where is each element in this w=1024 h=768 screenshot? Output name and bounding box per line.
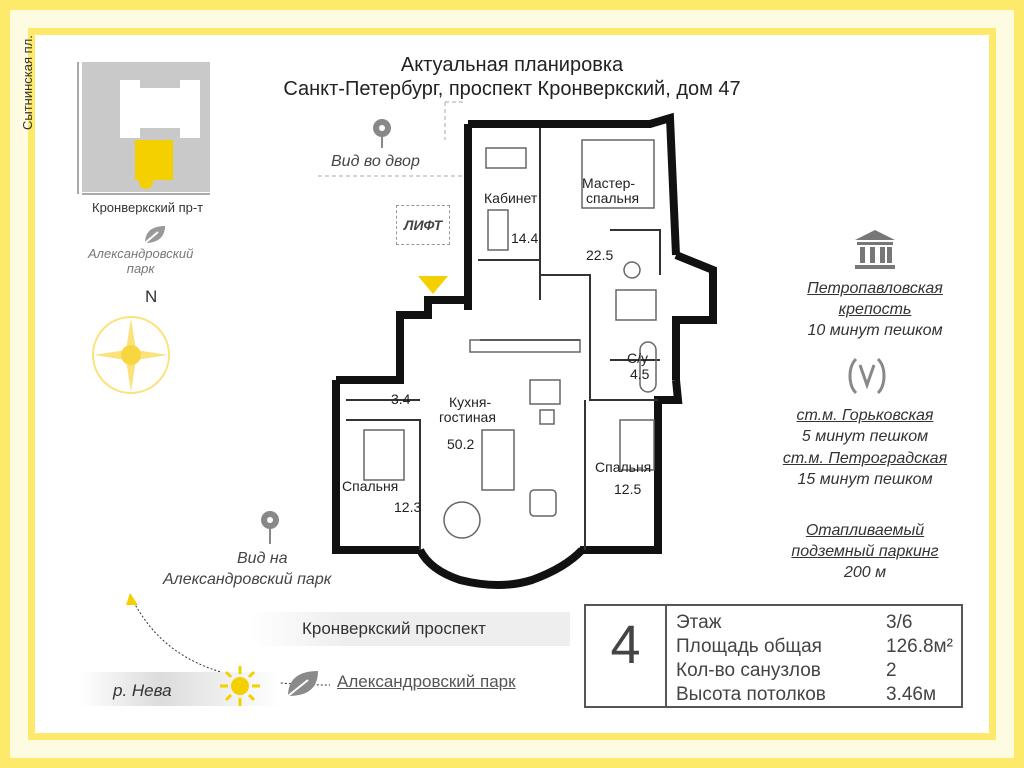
page-title: Актуальная планировка [400, 54, 624, 76]
room-bedroom-left-area: 12.3 [394, 499, 422, 515]
fortress-time: 10 минут пешком [807, 322, 943, 339]
parking-name-2: подземный паркинг [791, 543, 939, 560]
leaf-icon [144, 226, 165, 244]
courtyard-dashed-outline [318, 101, 463, 177]
room-kitchen-area: 50.2 [447, 436, 475, 452]
room-bedroom-right-area: 12.5 [614, 481, 642, 497]
leaf-icon [287, 671, 318, 697]
room-bedroom-right-label: Спальня [595, 459, 652, 475]
floor-plan [332, 112, 717, 589]
metro-1-time: 5 минут пешком [801, 428, 929, 445]
facts-divider [665, 606, 667, 706]
metro-1-name: ст.м. Горьковская [796, 407, 934, 424]
metro-2-time: 15 минут пешком [797, 471, 933, 488]
fact-label: Площадь общая [676, 636, 822, 657]
fortress-icon [855, 230, 895, 269]
room-master-area: 22.5 [586, 247, 614, 263]
fortress-name-2: крепость [838, 301, 912, 318]
fact-label: Этаж [676, 612, 722, 633]
facts-table: 4 Этаж 3/6 Площадь общая 126.8м² Кол-во … [584, 604, 963, 708]
courtyard-view-label: Вид во двор [331, 153, 420, 170]
fact-value: 3.46м [886, 684, 937, 705]
fact-value: 3/6 [886, 612, 913, 633]
fortress-name-1: Петропавловская [807, 280, 943, 297]
park-map-label: Александровский парк [88, 246, 194, 276]
fact-label: Высота потолков [676, 684, 826, 705]
park-bottom-label: Александровский парк [337, 672, 516, 691]
room-master-label-2: спальня [586, 190, 640, 206]
north-label: N [145, 287, 158, 306]
fact-value: 2 [886, 660, 897, 681]
room-study-area: 14.4 [511, 230, 539, 246]
lift-label: ЛИФТ [396, 205, 450, 245]
street-left-label: Сытнинская пл. [20, 35, 35, 130]
river-label: р. Нева [113, 681, 172, 700]
compass-sun-icon [92, 316, 170, 394]
metro-2-name: ст.м. Петроградская [782, 450, 948, 467]
room-study-label: Кабинет [484, 190, 538, 206]
room-master-label-1: Мастер- [582, 175, 636, 191]
page-subtitle: Санкт-Петербург, проспект Кронверкский, … [283, 78, 741, 100]
entrance-arrow-icon [418, 276, 448, 294]
street-bottom-name: Кронверкский проспект [302, 619, 486, 638]
street-band [250, 612, 570, 646]
metro-icon [848, 357, 886, 395]
sun-icon [220, 666, 260, 706]
park-view-label-2: Александровский парк [163, 571, 332, 588]
room-bath-area: 4.5 [630, 366, 650, 382]
room-kitchen-label-1: Кухня- [449, 394, 492, 410]
location-map [77, 62, 210, 195]
sun-path [126, 593, 331, 686]
street-bottom-label: Кронверкский пр-т [92, 200, 204, 215]
parking-name-1: Отапливаемый [805, 522, 925, 539]
room-kitchen-label-2: гостиная [439, 409, 496, 425]
room-storage-area: 3.4 [391, 391, 411, 407]
map-pin-icon [373, 119, 391, 148]
fact-value: 126.8м² [886, 636, 953, 657]
fact-label: Кол-во санузлов [676, 660, 821, 681]
parking-distance: 200 м [843, 564, 887, 581]
map-pin-icon [261, 511, 279, 544]
room-bedroom-left-label: Спальня [342, 478, 399, 494]
room-bath-label: С/у [627, 350, 648, 366]
park-view-label-1: Вид на [237, 550, 288, 567]
apartment-number: 4 [610, 615, 641, 675]
